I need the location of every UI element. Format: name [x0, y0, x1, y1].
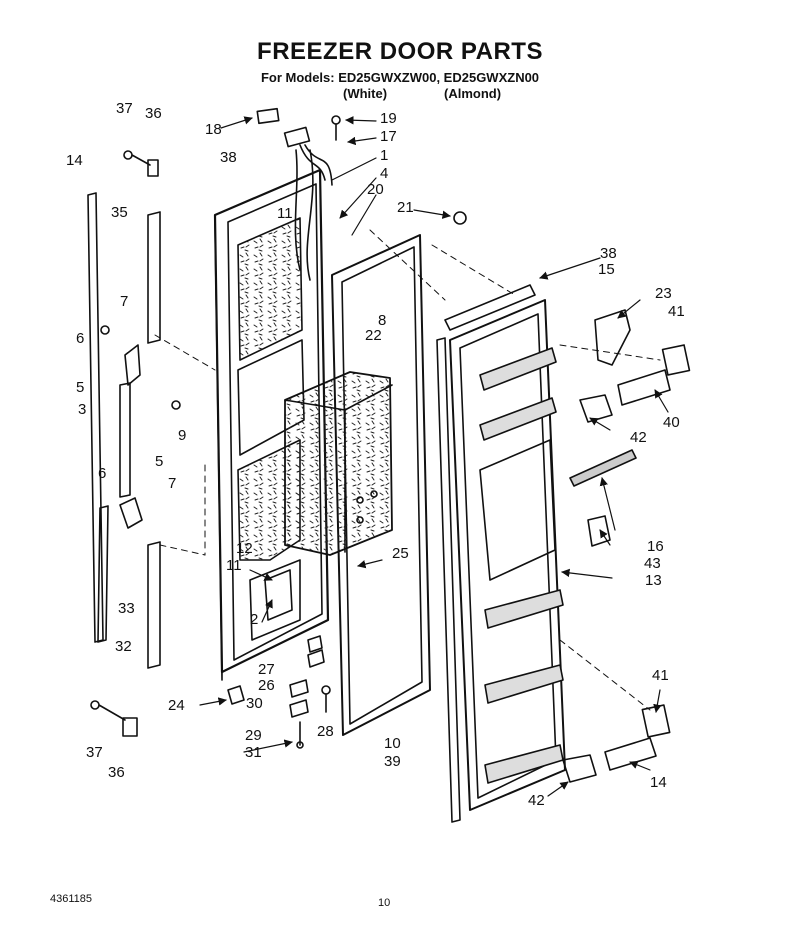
callout-16: 16	[647, 538, 664, 555]
dispenser-chute	[284, 371, 393, 556]
door-liner	[436, 299, 566, 823]
callout-11: 11	[277, 205, 293, 222]
callout-17: 17	[380, 128, 397, 145]
callout-40: 40	[663, 414, 680, 431]
callout-37: 37	[86, 744, 103, 761]
callout-2: 2	[250, 611, 258, 628]
callout-43: 43	[644, 555, 661, 572]
document-number: 4361185	[50, 893, 93, 905]
assembly-lines	[154, 229, 661, 711]
callout-37: 37	[116, 100, 133, 117]
callout-39: 39	[384, 753, 401, 770]
callout-38: 38	[600, 245, 617, 262]
right-side-parts	[256, 107, 691, 783]
callout-36: 36	[145, 105, 162, 122]
callout-14: 14	[650, 774, 667, 791]
callout-41: 41	[668, 303, 685, 320]
callout-23: 23	[655, 285, 672, 302]
callout-7: 7	[120, 293, 128, 310]
callout-15: 15	[598, 261, 615, 278]
callout-10: 10	[384, 735, 401, 752]
callout-42: 42	[630, 429, 647, 446]
callout-6: 6	[98, 465, 106, 482]
callout-36: 36	[108, 764, 125, 781]
wiring-harness	[283, 126, 333, 281]
callout-28: 28	[317, 723, 334, 740]
callout-27: 27	[258, 661, 275, 678]
callout-24: 24	[168, 697, 185, 714]
callout-26: 26	[258, 677, 275, 694]
left-side-parts	[87, 150, 181, 669]
leader-arrows	[199, 116, 669, 797]
callout-4: 4	[380, 165, 388, 182]
page-number: 10	[378, 897, 391, 909]
callout-29: 29	[245, 727, 262, 744]
callout-33: 33	[118, 600, 135, 617]
variant-white-label: (White)	[343, 86, 388, 101]
callout-11: 11	[226, 557, 242, 574]
callout-30: 30	[246, 695, 263, 712]
callout-3: 3	[78, 401, 86, 418]
callout-18: 18	[205, 121, 222, 138]
variant-almond-label: (Almond)	[444, 86, 502, 101]
callout-19: 19	[380, 110, 397, 127]
page-title: FREEZER DOOR PARTS	[257, 38, 543, 65]
callout-14: 14	[66, 152, 83, 169]
callout-31: 31	[245, 744, 262, 761]
callout-20: 20	[367, 181, 384, 198]
callout-21: 21	[397, 199, 414, 216]
callout-25: 25	[392, 545, 409, 562]
bottom-hinge-parts	[90, 569, 331, 749]
callout-38: 38	[220, 149, 237, 166]
callout-5: 5	[76, 379, 84, 396]
callout-5: 5	[155, 453, 163, 470]
callout-6: 6	[76, 330, 84, 347]
callout-13: 13	[645, 572, 662, 589]
callout-8: 8	[378, 312, 386, 329]
callout-32: 32	[115, 638, 132, 655]
inner-door-panel	[213, 168, 330, 681]
callout-22: 22	[365, 327, 382, 344]
callout-9: 9	[178, 427, 186, 444]
callout-7: 7	[168, 475, 176, 492]
callout-35: 35	[111, 204, 128, 221]
models-line: For Models: ED25GWXZW00, ED25GWXZN00	[260, 70, 540, 85]
callout-12: 12	[236, 540, 253, 557]
door-gasket	[331, 234, 431, 736]
callout-41: 41	[652, 667, 669, 684]
callout-1: 1	[380, 147, 388, 164]
callout-42: 42	[528, 792, 545, 809]
